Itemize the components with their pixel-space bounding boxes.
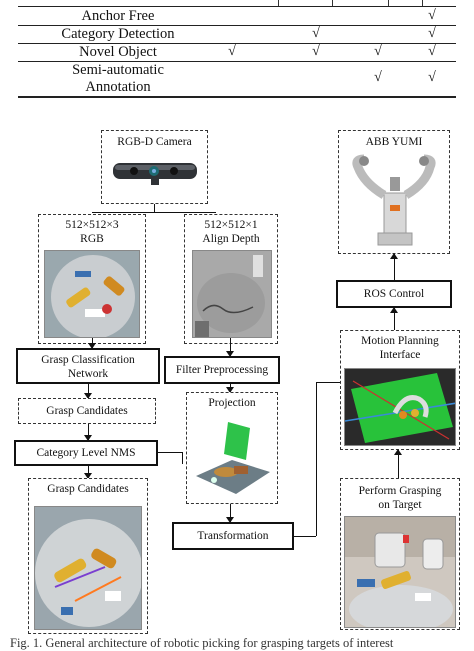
perform-grasping-image [344, 516, 456, 628]
arrow-up [390, 253, 398, 280]
grasp-network-line2: Network [67, 368, 109, 380]
check-mark: √ [428, 44, 436, 59]
arrow-down [84, 466, 92, 479]
grasp-result-image [34, 506, 142, 630]
depth-image [192, 250, 272, 338]
motion-planning-scene-image [345, 369, 455, 445]
table-rule [18, 61, 456, 62]
connector [316, 382, 340, 383]
table-rule [18, 6, 456, 7]
grasp-candidates-result-label: Grasp Candidates [47, 483, 129, 495]
table-rule [18, 25, 456, 26]
table-rule [18, 96, 456, 98]
grasp-result-scene-image [35, 507, 141, 629]
arrow-down [226, 338, 234, 357]
connector [182, 452, 183, 464]
connector [316, 382, 317, 536]
perform-grasping-line1: Perform Grasping [358, 485, 442, 497]
rgbd-camera-icon [113, 163, 197, 185]
rgb-image [44, 250, 140, 338]
arrow-down [84, 384, 92, 399]
check-mark: √ [428, 26, 436, 41]
motion-planning-image [344, 368, 456, 446]
robot-grasping-photo-image [345, 517, 455, 627]
figure-caption: Fig. 1. General architecture of robotic … [10, 636, 394, 650]
arrow-up [394, 449, 402, 478]
projection-label: Projection [208, 397, 256, 409]
grasp-candidates-box: Grasp Candidates [18, 398, 156, 424]
connector [158, 452, 182, 453]
robot-title: ABB YUMI [365, 136, 423, 148]
arrow-down [226, 384, 234, 393]
grasp-network-box: Grasp Classification Network [16, 348, 160, 384]
depth-dims: 512×512×1 [204, 219, 258, 231]
abb-yumi-robot-icon [352, 154, 436, 246]
table-header-cell [392, 0, 423, 6]
check-mark: √ [374, 44, 382, 59]
row-label-category-detection: Category Detection [61, 26, 175, 42]
grasp-network-line1: Grasp Classification [41, 354, 135, 366]
table-header-cell [282, 0, 333, 6]
arrow-up [390, 307, 398, 330]
category-nms-box: Category Level NMS [14, 440, 158, 466]
check-mark: √ [312, 44, 320, 59]
projection-image [192, 414, 272, 498]
arrow-down [88, 338, 96, 349]
table-rule [18, 43, 456, 44]
check-mark: √ [428, 70, 436, 85]
depth-label: Align Depth [202, 233, 260, 245]
check-mark: √ [312, 26, 320, 41]
transformation-box: Transformation [172, 522, 294, 550]
rgb-dims: 512×512×3 [65, 219, 119, 231]
row-label-anchor-free: Anchor Free [81, 8, 155, 24]
point-cloud-image [192, 414, 272, 498]
check-mark: √ [374, 70, 382, 85]
camera-title: RGB-D Camera [117, 136, 192, 148]
check-mark: √ [228, 44, 236, 59]
connector [154, 204, 155, 212]
perform-grasping-line2: on Target [378, 499, 422, 511]
row-label-semi-automatic-line2: Annotation [85, 79, 151, 95]
motion-planning-line1: Motion Planning [361, 335, 439, 347]
filter-preprocessing-box: Filter Preprocessing [164, 356, 280, 384]
connector [92, 212, 216, 213]
motion-planning-line2: Interface [379, 349, 421, 361]
row-label-semi-automatic-line1: Semi-automatic [72, 62, 164, 78]
robot-box: ABB YUMI [338, 130, 450, 254]
arrow-down [226, 504, 234, 523]
rgb-scene-image [45, 251, 139, 337]
table-header-cell [336, 0, 389, 6]
connector [294, 536, 316, 537]
rgb-label: RGB [80, 233, 104, 245]
ros-control-box: ROS Control [336, 280, 452, 308]
camera-box: RGB-D Camera [101, 130, 208, 204]
row-label-novel-object: Novel Object [79, 44, 157, 60]
check-mark: √ [428, 8, 436, 23]
depth-map-image [193, 251, 271, 337]
arrow-down [84, 424, 92, 441]
table-header-cell [228, 0, 279, 6]
